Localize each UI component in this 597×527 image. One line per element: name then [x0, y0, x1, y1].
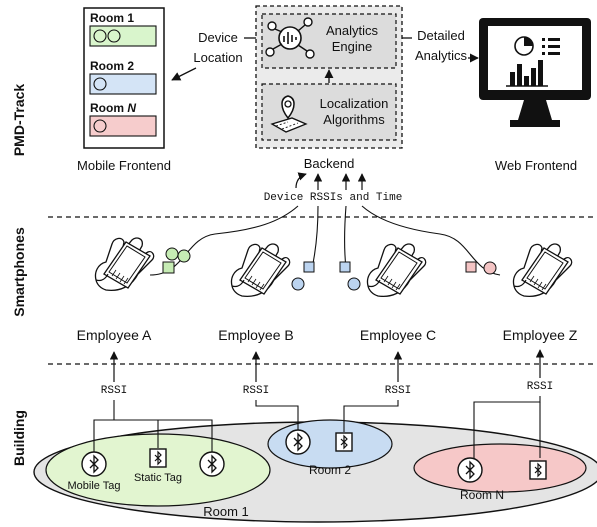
analytics-network-icon [265, 17, 315, 59]
mobile-roomN-label: Room N [90, 101, 136, 115]
mobile-tag-icon [457, 457, 483, 483]
mobile-room1-card [89, 25, 157, 47]
analytics-engine-line1: Analytics [326, 23, 379, 38]
static-tag-icon [335, 432, 353, 452]
employee-b-phone [230, 243, 315, 298]
section-label-smartphones: Smartphones [11, 227, 27, 317]
web-frontend-caption: Web Frontend [495, 158, 577, 173]
rssi-label-b: RSSI [243, 385, 269, 397]
room-1-label: Room 1 [203, 504, 249, 519]
employee-a-label: Employee A [77, 327, 152, 343]
static-tag-icon [149, 448, 167, 468]
rssi-label-z: RSSI [527, 381, 553, 393]
detailed-analytics-label-1: Detailed [417, 28, 465, 43]
employee-z-label: Employee Z [503, 327, 578, 343]
backend: Analytics Engine Localization Algorithms [255, 5, 403, 149]
rssi-time-label: Device RSSIs and Time [264, 192, 403, 204]
detailed-analytics-label-2: Analytics [415, 48, 468, 63]
employee-b-label: Employee B [218, 327, 293, 343]
section-label-pmd-track: PMD-Track [11, 84, 27, 157]
section-label-building: Building [11, 410, 27, 466]
rssi-label-a: RSSI [101, 385, 127, 397]
static-tag-icon [529, 460, 547, 480]
monitor-icon [479, 18, 591, 127]
mobile-tag-label: Mobile Tag [68, 480, 121, 492]
device-location-label-1: Device [198, 30, 238, 45]
mobile-room1-label: Room 1 [90, 11, 134, 25]
mobile-frontend-caption: Mobile Frontend [77, 158, 171, 173]
mobile-tag-icon [199, 451, 225, 477]
room-n-area [413, 443, 587, 493]
device-location-label-2: Location [193, 50, 242, 65]
employee-a-phone [94, 237, 191, 292]
employee-c-phone [339, 243, 427, 298]
map-pin-icon [270, 95, 308, 133]
employee-z-phone [465, 243, 573, 298]
backend-caption: Backend [304, 156, 355, 171]
localization-line1: Localization [320, 96, 389, 111]
localization-line2: Algorithms [323, 112, 385, 127]
mobile-room2-label: Room 2 [90, 59, 134, 73]
mobile-tag-icon [81, 451, 107, 477]
static-tag-label: Static Tag [134, 472, 182, 484]
rssi-label-c: RSSI [385, 385, 411, 397]
analytics-engine-line2: Engine [332, 39, 372, 54]
employee-c-label: Employee C [360, 327, 436, 343]
room-n-label: Room N [460, 488, 504, 502]
mobile-roomN-card [89, 115, 157, 137]
mobile-frontend: Room 1 Room 2 Room N [83, 7, 165, 149]
mobile-room2-card [89, 73, 157, 95]
mobile-tag-icon [285, 429, 311, 455]
room-2-label: Room 2 [309, 463, 351, 477]
